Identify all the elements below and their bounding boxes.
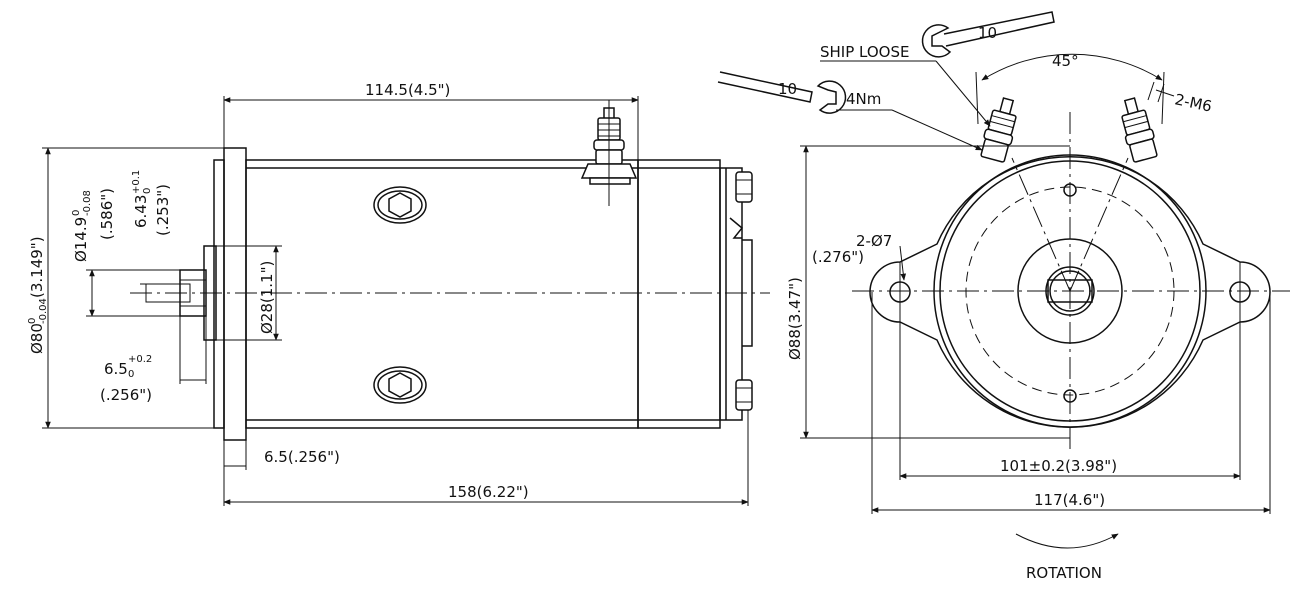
angle-label: 45°: [1052, 52, 1079, 70]
pilot-boss: [203, 245, 217, 341]
shaft-key: [1047, 279, 1093, 303]
dim-width: 117(4.6"): [1034, 491, 1105, 509]
dim-key: 6.43: [132, 195, 150, 228]
terminal-stud: [580, 100, 638, 206]
dim-height: Ø88(3.47"): [786, 277, 804, 360]
dim-key-tol-up: +0.1: [131, 170, 142, 194]
side-view: 114.5(4.5") 158(6.22") 6.5(.256") Ø80 0 …: [27, 81, 770, 506]
dim-shaft-dia: Ø14.9: [72, 217, 90, 262]
dim-shaft-len-in: (.256"): [100, 386, 152, 404]
body-screw-top: [373, 186, 427, 224]
dim-body-dia: Ø80: [28, 323, 46, 354]
motor-body: [245, 159, 639, 429]
dim-body-tol-low: -0.04: [38, 298, 49, 324]
shaft-end: [1045, 266, 1095, 316]
dim-shaft-dia-in: (.586"): [98, 188, 116, 240]
shaft: [179, 269, 207, 317]
wrench-size-2: 10: [778, 80, 797, 98]
shaft-keyway: [145, 283, 191, 303]
dim-body-in: (3.149"): [28, 236, 46, 298]
end-terminal-left: [980, 97, 1017, 163]
mounting-flange-outer: [223, 147, 247, 441]
dim-pilot: Ø28(1.1"): [258, 261, 276, 334]
end-bolt-top: [735, 171, 753, 203]
thread-label: 2-M6: [1173, 90, 1213, 115]
dim-hole-spacing: 101±0.2(3.98"): [1000, 457, 1117, 475]
torque-note: 4Nm: [846, 90, 881, 108]
wrench-icon-2: 10: [717, 71, 847, 114]
body-screw-bottom: [373, 366, 427, 404]
dim-shaft-len: 6.5: [104, 360, 128, 378]
holes-label-in: (.276"): [812, 248, 864, 266]
end-cap: [637, 159, 721, 429]
end-terminal-right: [1121, 97, 1158, 163]
dim-key-in: (.253"): [154, 184, 172, 236]
note-ship-loose: SHIP LOOSE: [820, 43, 909, 61]
dim-shaft-tol-up: 0: [71, 210, 82, 216]
dim-shaft-len-tol-low: 0: [128, 369, 134, 380]
rotation-arrow-icon: [1015, 533, 1119, 549]
end-bolt-bottom: [735, 379, 753, 411]
end-view: 10 10 SHIP LOOSE 4Nm 45° 2-M6 2-Ø7 (.276…: [717, 11, 1290, 582]
dim-shaft-tol-low: -0.08: [82, 190, 93, 216]
wrench-size-1: 10: [978, 24, 997, 42]
dim-key-tol-low: 0: [142, 188, 153, 194]
wrench-icon: 10: [921, 11, 1055, 58]
holes-label: 2-Ø7: [856, 232, 892, 250]
dim-length-top: 114.5(4.5"): [365, 81, 450, 99]
dim-length-total: 158(6.22"): [448, 483, 529, 501]
bolt-hole-top: [1063, 183, 1077, 197]
dim-flange: 6.5(.256"): [264, 448, 340, 466]
rotation-label: ROTATION: [1026, 564, 1102, 582]
end-housing: [933, 154, 1207, 428]
bolt-circle: [965, 186, 1175, 396]
dim-body-tol-up: 0: [27, 318, 38, 324]
end-cap-boss: [719, 167, 743, 421]
hub: [1017, 238, 1123, 344]
dim-shaft-len-tol-up: +0.2: [128, 354, 152, 365]
bolt-hole-bottom: [1063, 389, 1077, 403]
